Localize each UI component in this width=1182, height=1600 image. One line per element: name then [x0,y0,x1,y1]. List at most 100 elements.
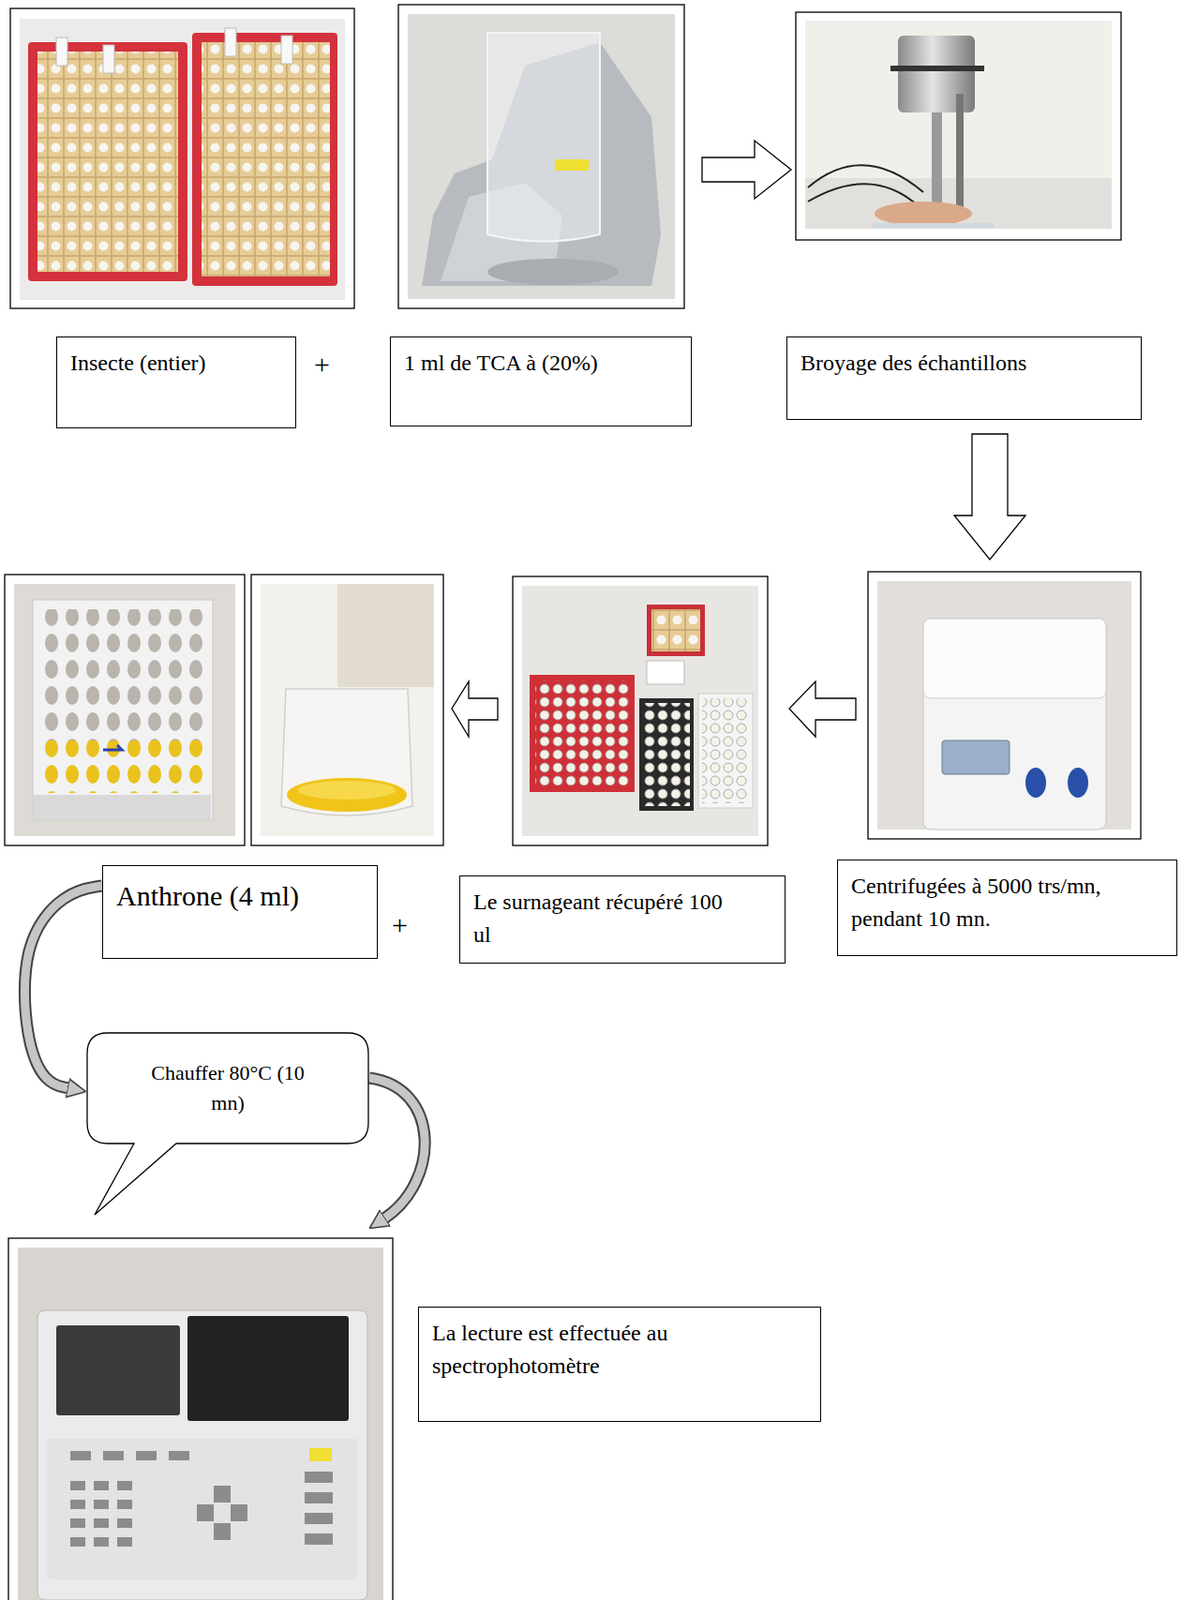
tca-beaker-photo [421,42,661,286]
reagent-box: Anthrone (4 ml) [102,865,378,959]
step-arrow [789,681,856,737]
step-text: Anthrone (4 ml) [116,875,300,917]
spectrophotometer-photo [8,1238,393,1600]
sample-plate-photo [103,745,122,750]
spectrophotometer-photo [37,1310,368,1600]
sample-plate-photo [32,599,213,821]
homogenizer-photo [805,20,1112,229]
tube-racks-photo [646,604,705,657]
homogenizer-photo [897,35,975,113]
insect-tubes-photo [10,8,355,309]
sample-plate-photo [32,794,211,821]
spectrophotometer-photo [135,1451,157,1461]
process-box: Centrifugées à 5000 trs/mn, pendant 10 m… [837,859,1178,957]
tca-beaker-photo [398,4,685,309]
homogenizer-photo [807,183,919,207]
insect-tubes-photo [10,8,355,309]
process-box: Broyage des échantillons [786,336,1142,420]
spectrophotometer-photo [187,1316,349,1422]
insect-tubes-photo [37,51,179,272]
homogenizer-photo [890,65,985,72]
insect-tubes-photo [201,42,330,277]
step-arrow [954,433,1026,560]
spectrophotometer-photo [103,1451,124,1461]
spectrophotometer-photo [17,1247,384,1600]
plus-sign: + [391,911,408,940]
spectrophotometer-photo [70,1518,86,1528]
spectrophotometer-photo [304,1492,333,1504]
insect-tubes-photo [281,35,293,64]
centrifuge-photo [1025,767,1047,798]
tca-beaker-photo [487,258,619,285]
tube-racks-photo [522,585,759,837]
spectrophotometer-photo [213,1485,231,1503]
sample-plate-photo [42,740,208,793]
curved-arrow [369,1077,425,1219]
tca-beaker-photo [554,159,589,171]
callout-bubble: Chauffer 80°C (10 mn) [87,1032,369,1144]
step-text: Chauffer 80°C (10 mn) [148,1058,308,1119]
centrifuge-photo [867,571,1141,839]
tube-racks-photo [702,698,749,804]
homogenizer-photo [874,201,973,226]
tube-racks-photo [512,576,768,846]
tca-beaker-photo [398,4,685,309]
reagent-box: 1 ml de TCA à (20%) [389,336,692,427]
spectrophotometer-photo [46,1438,359,1580]
callout-outline [87,1032,369,1215]
tube-racks-photo [646,660,685,685]
curved-arrow [369,1077,425,1219]
step-text: Le surnageant récupéré 100 ul [473,885,727,952]
spectrophotometer-photo [304,1471,333,1483]
centrifuge-photo [877,581,1132,830]
spectrophotometer-photo [213,1523,231,1541]
anthrone-beaker-photo [286,778,407,812]
tube-racks-photo [529,674,635,793]
homogenizer-photo [795,12,1122,240]
tube-racks-photo [651,609,701,652]
spectrophotometer-photo [70,1499,86,1510]
insect-tubes-photo [103,44,115,74]
centrifuge-photo [923,618,1107,699]
spectrophotometer-photo [304,1512,333,1525]
sample-plate-photo [14,583,236,837]
spectrophotometer-photo [93,1537,109,1547]
homogenizer-photo [871,223,994,228]
step-text: 1 ml de TCA à (20%) [403,346,599,380]
tca-beaker-photo [487,32,600,242]
homogenizer-photo [805,178,1112,229]
spectrophotometer-photo [70,1481,86,1491]
step-text: La lecture est effectuée au spectrophoto… [432,1316,751,1383]
homogenizer-photo [807,164,924,193]
anthrone-beaker-photo [298,780,396,800]
tca-beaker-photo [440,182,563,282]
tube-racks-photo [512,576,768,846]
homogenizer-photo [795,12,1122,240]
centrifuge-photo [1067,767,1089,798]
spectrophotometer-photo [117,1481,133,1491]
tca-beaker-photo [407,14,675,300]
insect-tubes-photo [56,37,68,66]
sample-plate-photo [4,574,245,846]
spectrophotometer-photo [168,1451,190,1461]
tube-racks-photo [639,698,694,811]
centrifuge-photo [923,618,1107,830]
spectrophotometer-photo [230,1504,248,1522]
step-text: Insecte (entier) [70,346,207,380]
tube-racks-photo [535,680,629,786]
spectrophotometer-photo [70,1451,91,1461]
spectrophotometer-photo [117,1518,133,1528]
plus-sign: + [314,350,330,379]
curved-arrow [369,1077,425,1219]
anthrone-beaker-photo [251,574,444,846]
result-box: La lecture est effectuée au spectrophoto… [418,1306,822,1422]
centrifuge-photo [867,571,1141,839]
centrifuge-photo [942,740,1010,775]
insect-tubes-photo [19,18,345,300]
insect-tubes-photo [28,42,188,282]
step-text: Centrifugées à 5000 trs/mn, pendant 10 m… [851,869,1105,936]
spectrophotometer-photo [70,1451,333,1547]
anthrone-beaker-photo [260,583,434,837]
spectrophotometer-photo [93,1518,109,1528]
